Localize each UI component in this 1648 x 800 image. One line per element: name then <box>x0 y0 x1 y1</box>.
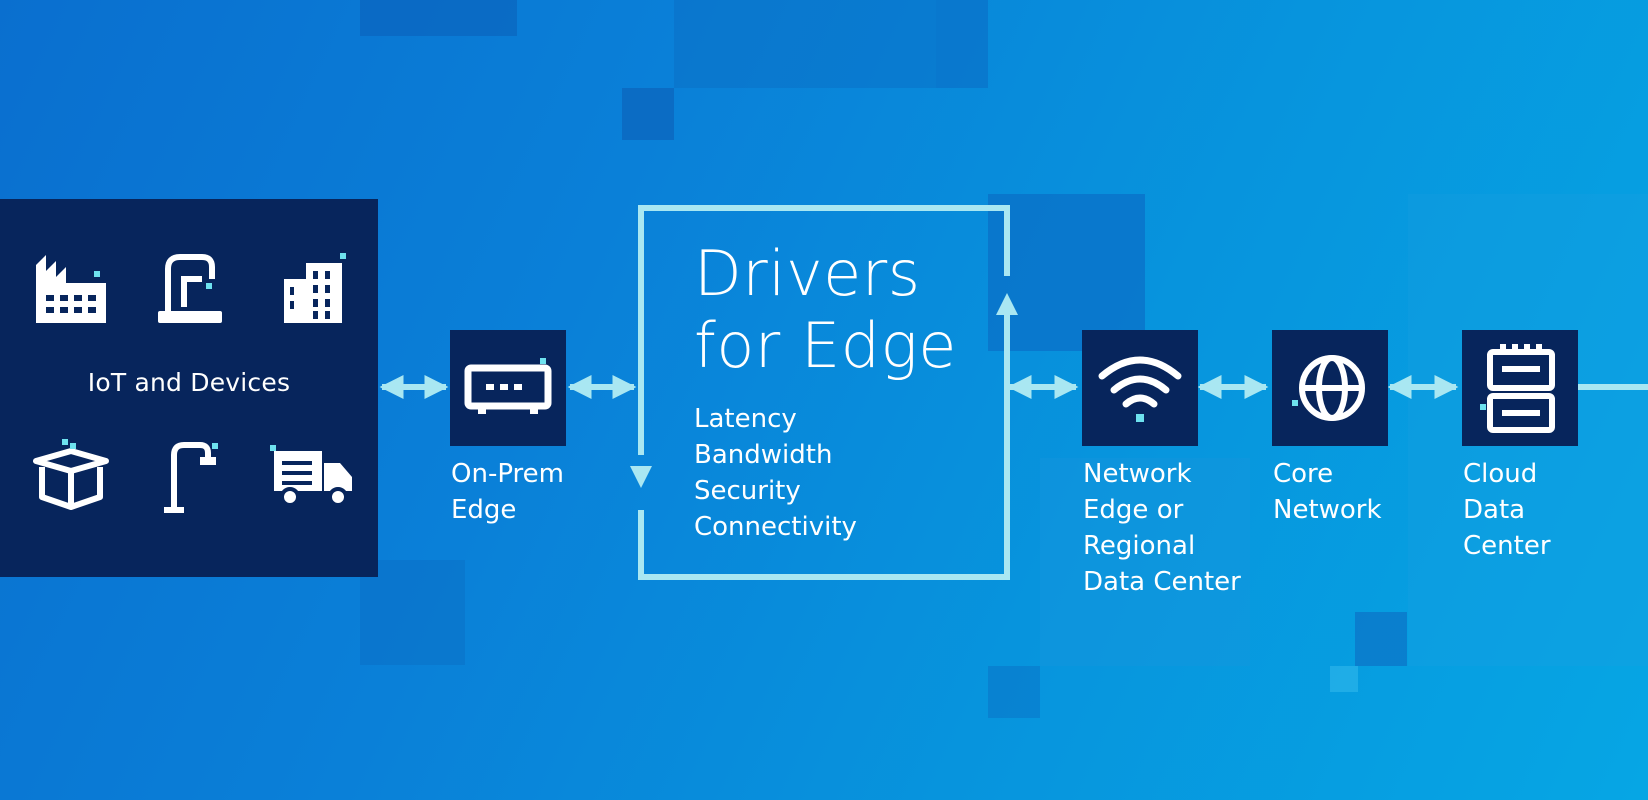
bg-tile <box>360 0 517 36</box>
office-building-icon <box>284 253 346 323</box>
delivery-truck-icon <box>270 445 352 507</box>
frame-arrow-up <box>996 293 1018 315</box>
frame-arrow-down <box>630 466 652 488</box>
core-network-node <box>1272 330 1388 446</box>
server-icon <box>1480 344 1555 433</box>
globe-icon <box>1292 355 1365 421</box>
bg-tile <box>988 194 1145 351</box>
bg-tile <box>988 666 1040 718</box>
driver-item: Bandwidth <box>694 440 833 470</box>
wifi-icon <box>1098 356 1182 422</box>
cloud-data-center-node <box>1462 330 1578 446</box>
driver-item: Connectivity <box>694 512 857 542</box>
bg-tile <box>1040 458 1250 666</box>
router-icon <box>464 358 552 414</box>
package-icon <box>33 439 109 510</box>
bg-tile <box>936 0 988 88</box>
bg-tile <box>622 88 674 140</box>
bg-tile <box>674 0 936 88</box>
bg-tile <box>360 560 465 665</box>
network-edge-node <box>1082 330 1198 446</box>
iot-devices-label: IoT and Devices <box>87 368 291 397</box>
robot-arm-icon <box>158 254 222 323</box>
on-prem-edge-node <box>450 330 566 446</box>
bg-tile <box>1355 612 1407 666</box>
drivers-frame-top <box>638 205 1010 455</box>
bg-tile <box>1330 666 1358 692</box>
street-lamp-icon <box>164 442 218 513</box>
iot-devices-panel <box>0 199 378 577</box>
drivers-list: Latency Bandwidth Security Connectivity <box>694 401 857 545</box>
drivers-frame-bottom <box>638 300 1010 580</box>
driver-item: Latency <box>694 404 797 434</box>
factory-icon <box>36 255 106 323</box>
driver-item: Security <box>694 476 801 506</box>
